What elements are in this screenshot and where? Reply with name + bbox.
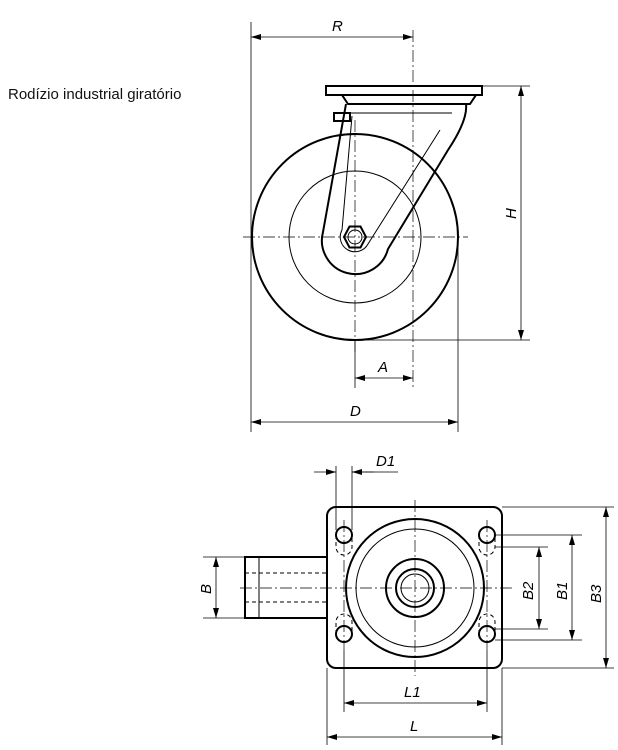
- top-view: D1 B B2 B1 B3 L1 L: [198, 453, 614, 745]
- fork-inner-edge: [339, 115, 441, 253]
- side-view: R H A D: [243, 18, 530, 432]
- label-a: A: [377, 359, 388, 376]
- label-r: R: [332, 18, 343, 35]
- brake-stub: [333, 112, 351, 122]
- label-l: L: [410, 718, 418, 735]
- label-d1: D1: [376, 453, 395, 470]
- label-d: D: [350, 403, 361, 420]
- label-l1: L1: [404, 684, 421, 701]
- label-b1: B1: [554, 582, 571, 600]
- label-b: B: [198, 584, 215, 594]
- mounting-plate: [325, 85, 483, 96]
- swivel-head: [341, 94, 477, 105]
- swivel-fork: [320, 103, 468, 276]
- label-b2: B2: [520, 581, 537, 600]
- plate-outline: [326, 506, 503, 669]
- wheel-projection: [244, 556, 328, 619]
- caption: Rodízio industrial giratório: [8, 86, 182, 103]
- label-h: H: [503, 208, 520, 219]
- label-b3: B3: [588, 584, 605, 603]
